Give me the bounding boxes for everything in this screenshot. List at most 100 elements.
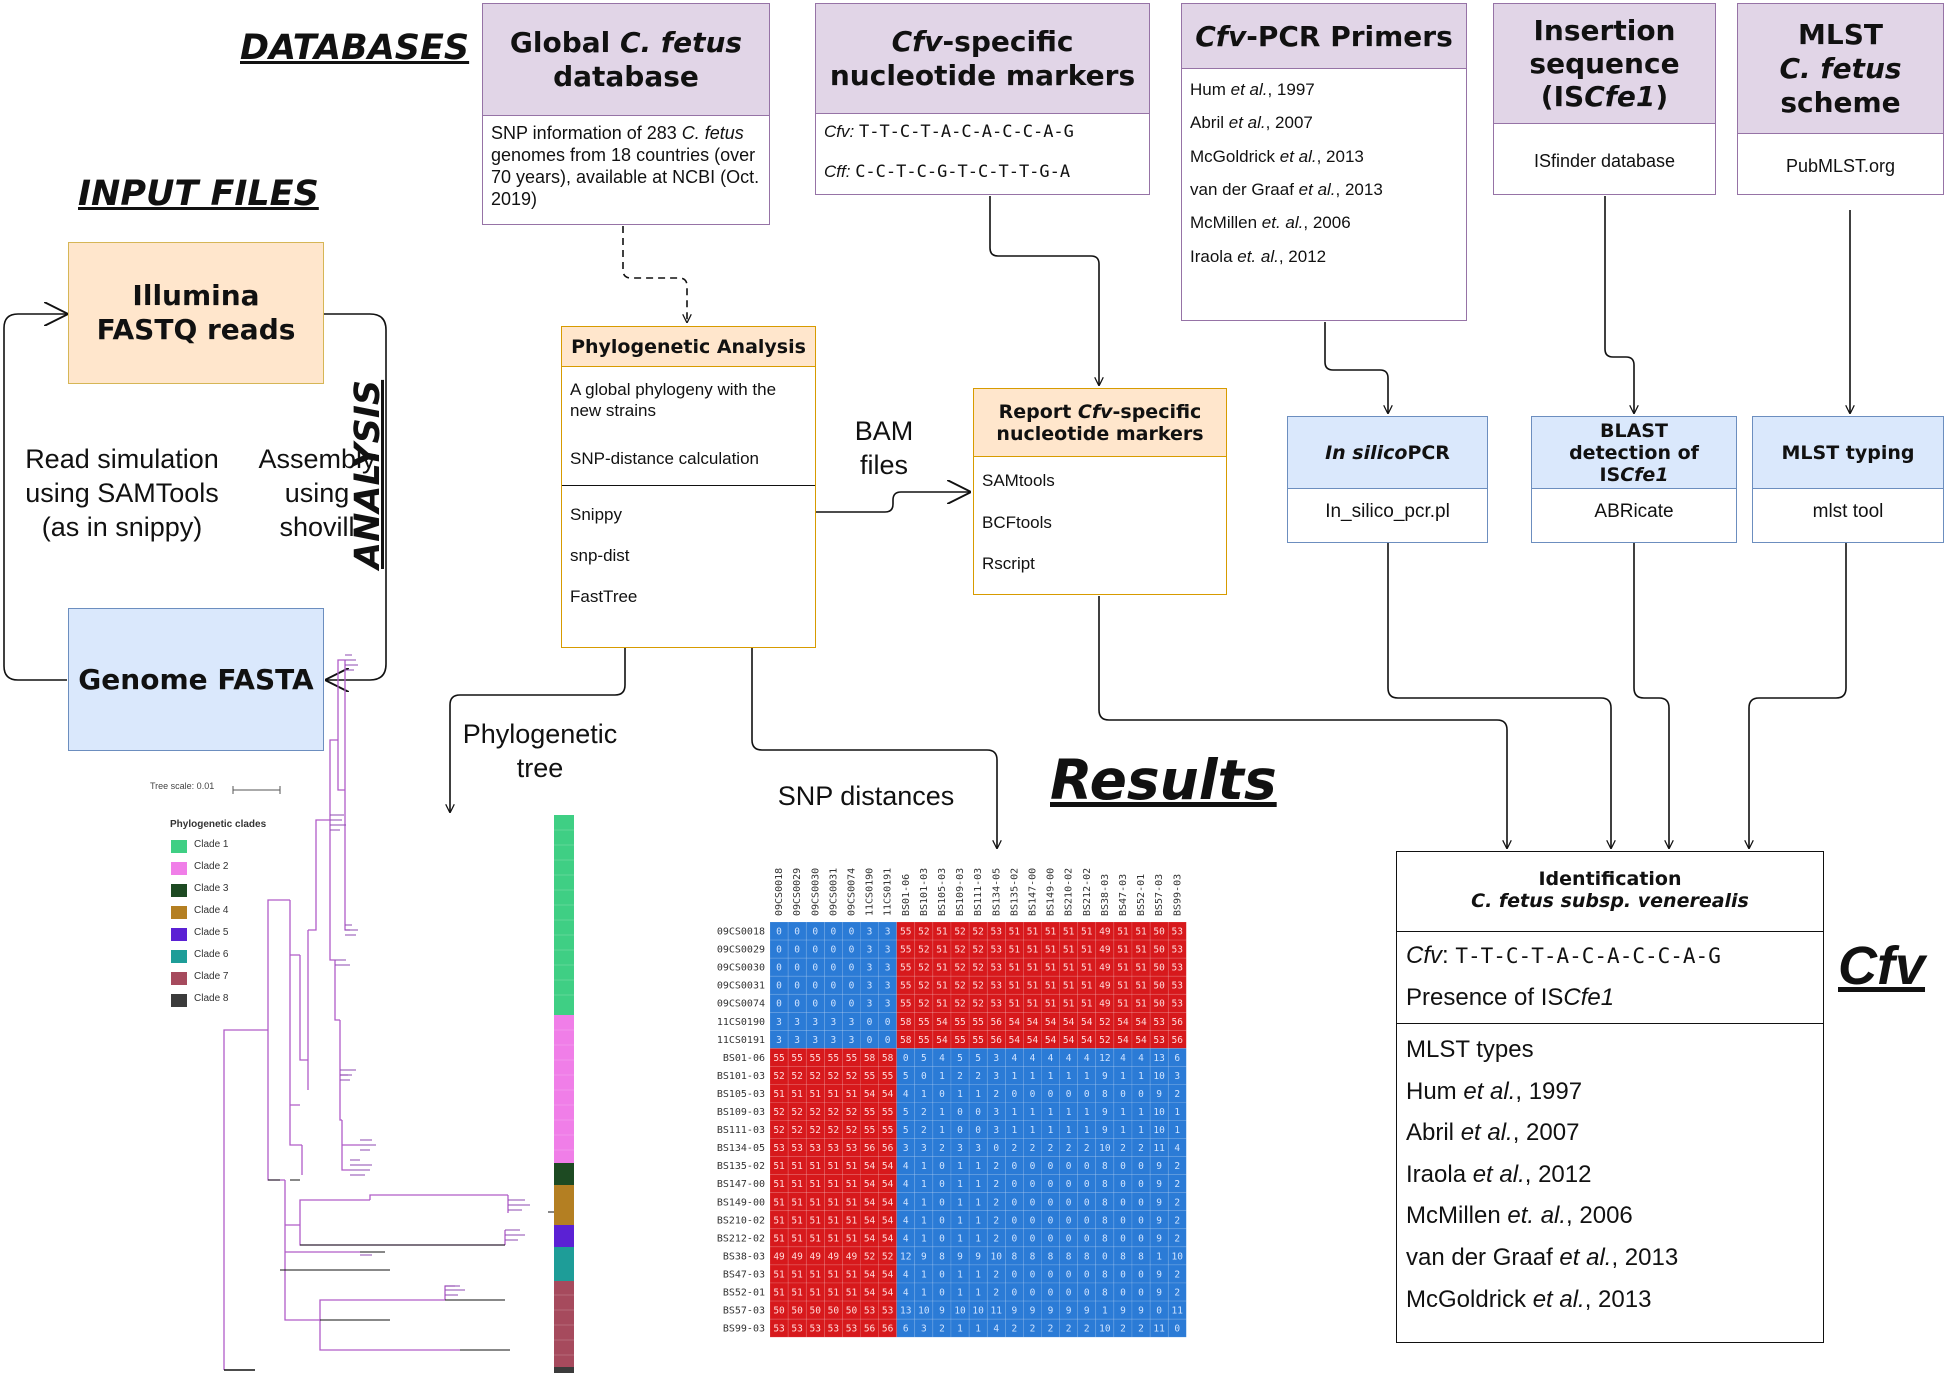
heatmap-value: 52 [846,1107,857,1118]
heatmap-value: 53 [1153,1035,1164,1046]
phylo-desc-global: A global phylogeny with the new strains [570,380,777,420]
heatmap-value: 54 [1081,1017,1093,1028]
heatmap-value: 11 [1153,1324,1165,1335]
heatmap-value: 2 [1084,1143,1090,1154]
edge-phylo-to-snp [751,648,997,848]
heatmap-value: 3 [993,1071,999,1082]
heatmap-value: 2 [1066,1143,1072,1154]
heatmap-value: 0 [993,1143,999,1154]
heatmap-value: 0 [1138,1233,1144,1244]
clade-legend-label: Clade 2 [194,861,229,872]
heatmap-value: 1 [921,1161,927,1172]
heatmap-value: 2 [1174,1233,1180,1244]
clade-legend-label: Clade 6 [194,949,229,960]
heatmap-value: 49 [773,1251,785,1262]
heatmap-value: 1 [921,1233,927,1244]
reference-etal: et. al. [1261,213,1304,233]
heatmap-value: 2 [1138,1143,1144,1154]
heatmap-value: 1 [957,1161,963,1172]
heatmap-value: 1 [1030,1071,1036,1082]
heatmap-column-label: BS212-02 [1082,868,1093,916]
heatmap-cell [1077,1318,1097,1338]
insertion-sequence-box: Insertion sequence (ISCfe1) ISfinder dat… [1493,3,1716,195]
mlst-typing-tool: mlst tool [1812,501,1884,522]
heatmap-value: 52 [972,927,983,938]
heatmap-value: 51 [773,1161,785,1172]
genome-fasta-box: Genome FASTA [68,608,324,751]
heatmap-value: 0 [776,963,782,974]
heatmap-cell [824,1318,843,1338]
heatmap-value: 53 [1172,981,1183,992]
heatmap-value: 11 [991,1306,1003,1317]
heatmap-value: 2 [1174,1089,1180,1100]
heatmap-value: 52 [954,945,965,956]
heatmap-value: 51 [1009,999,1021,1010]
heatmap-value: 2 [1066,1324,1072,1335]
heatmap-value: 54 [864,1197,876,1208]
heatmap-value: 2 [1138,1324,1144,1335]
snp-heatmap-labels: 09CS001809CS001809CS002909CS002909CS0030… [717,868,1183,1335]
heatmap-value: 13 [1153,1053,1164,1064]
reference-year: , 2012 [1278,246,1327,266]
heatmap-value: 10 [972,1306,984,1317]
reference-author: Abril [1406,1119,1461,1147]
heatmap-column-label: 11CS0190 [865,868,876,916]
heatmap-value: 51 [1081,945,1093,956]
heatmap-value: 52 [810,1107,821,1118]
heatmap-value: 3 [794,1017,800,1028]
heatmap-value: 2 [993,1161,999,1172]
heatmap-value: 51 [828,1179,840,1190]
heatmap-column-label: BS01-06 [901,874,912,916]
heatmap-value: 3 [885,963,891,974]
heatmap-value: 51 [1045,981,1057,992]
heatmap-value: 1 [921,1089,927,1100]
heatmap-value: 9 [1084,1306,1090,1317]
heatmap-value: 3 [867,999,873,1010]
heatmap-value: 55 [882,1071,893,1082]
insertion-sequence-body: ISfinder database [1533,151,1676,171]
heatmap-value: 51 [1027,963,1039,974]
heatmap-value: 8 [1102,1233,1108,1244]
heatmap-value: 51 [1009,927,1021,938]
heatmap-value: 52 [954,963,965,974]
edge-insertion-to-blast [1604,196,1634,413]
heatmap-value: 10 [991,1251,1003,1262]
heatmap-value: 1 [957,1197,963,1208]
reference-year: , 1997 [1267,80,1315,99]
heatmap-value: 51 [810,1179,822,1190]
heatmap-value: 0 [1120,1288,1126,1299]
heatmap-value: 0 [1084,1089,1090,1100]
heatmap-value: 0 [1030,1161,1036,1172]
heatmap-value: 49 [828,1251,840,1262]
reference-row: Abril et al., 2007 [1406,1119,1579,1147]
clade-swatch [171,972,187,985]
heatmap-value: 0 [812,963,818,974]
reference-etal: et al. [1463,1077,1516,1105]
heatmap-value: 2 [1174,1269,1180,1280]
heatmap-value: 58 [882,1053,894,1064]
heatmap-value: 3 [993,1053,999,1064]
heatmap-value: 51 [773,1233,785,1244]
heatmap-value: 51 [1009,963,1021,974]
heatmap-value: 58 [900,1017,912,1028]
heatmap-value: 52 [1099,1035,1110,1046]
illumina-fastq-box: Illumina FASTQ reads [68,242,324,384]
heatmap-value: 4 [1120,1053,1126,1064]
heatmap-value: 54 [1045,1017,1057,1028]
heatmap-value: 0 [830,945,836,956]
heatmap-value: 54 [882,1161,894,1172]
heatmap-value: 0 [885,1035,891,1046]
heatmap-value: 51 [846,1215,858,1226]
heatmap-value: 52 [791,1071,802,1082]
reference-row: McMillen et. al., 2006 [1406,1202,1633,1230]
heatmap-value: 55 [954,1017,965,1028]
report-tool-samtools: SAMtools [982,471,1055,490]
heatmap-value: 4 [903,1269,909,1280]
edge-markers-to-report [989,196,1099,385]
heatmap-value: 54 [1081,1035,1093,1046]
tree-scale-bar [232,786,281,794]
heatmap-value: 1 [1048,1071,1054,1082]
heatmap-value: 51 [936,963,948,974]
heatmap-value: 9 [1102,1107,1108,1118]
heatmap-value: 52 [882,1251,893,1262]
